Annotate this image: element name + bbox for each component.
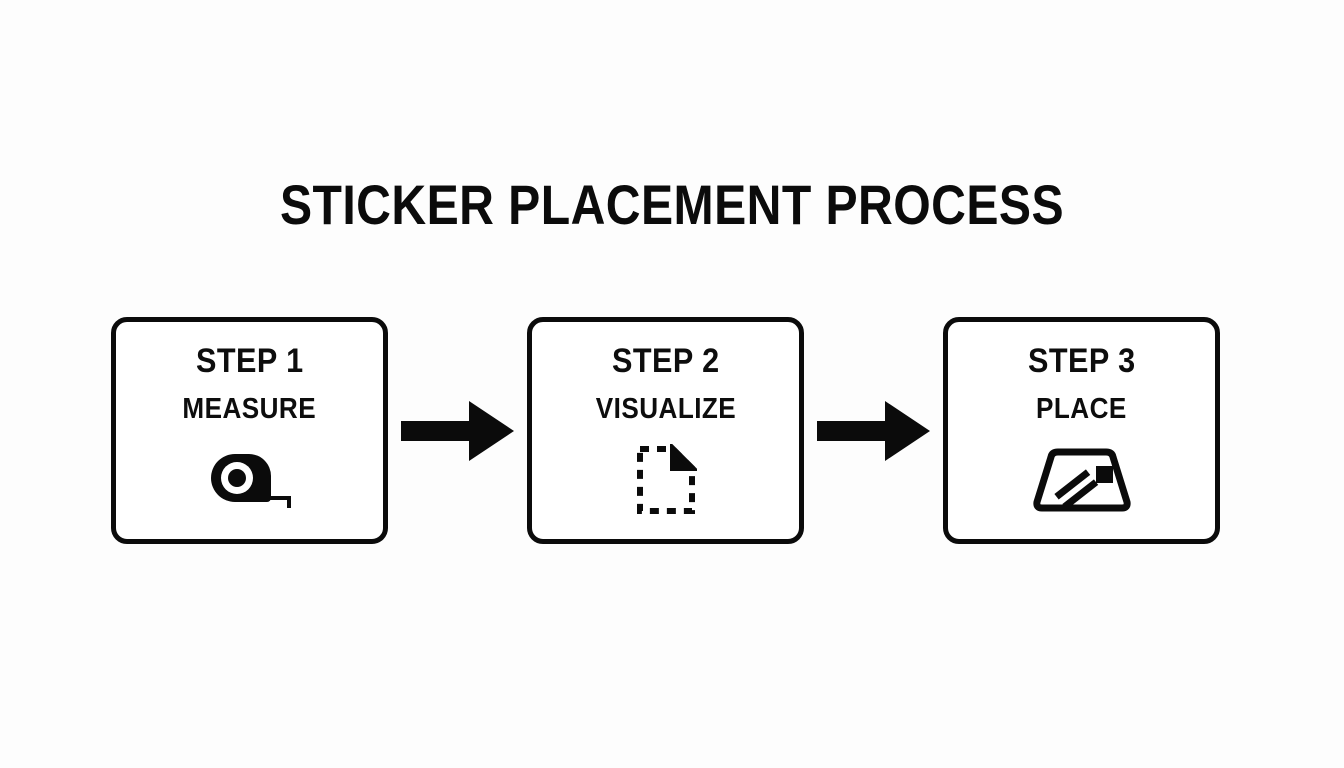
arrow-right-icon-1 — [401, 388, 514, 474]
process-flow: STEP 1 MEASURE — [111, 317, 1220, 544]
step-2-label: VISUALIZE — [595, 393, 736, 425]
step-card-1-content: STEP 1 MEASURE — [116, 342, 383, 516]
tape-measure-icon — [195, 444, 305, 516]
arrow-right-icon-2 — [817, 388, 930, 474]
dashed-page-icon — [611, 444, 721, 516]
windshield-sticker-icon — [1027, 444, 1137, 516]
step-card-2[interactable]: STEP 2 VISUALIZE — [527, 317, 804, 544]
step-card-3[interactable]: STEP 3 PLACE — [943, 317, 1220, 544]
step-card-2-content: STEP 2 VISUALIZE — [532, 342, 799, 516]
step-2-number: STEP 2 — [611, 342, 720, 380]
step-card-3-content: STEP 3 PLACE — [948, 342, 1215, 516]
step-1-number: STEP 1 — [195, 342, 304, 380]
step-1-label: MEASURE — [182, 393, 317, 425]
step-3-label: PLACE — [1036, 393, 1127, 425]
page-title: STICKER PLACEMENT PROCESS — [279, 172, 1065, 236]
step-card-1[interactable]: STEP 1 MEASURE — [111, 317, 388, 544]
step-3-number: STEP 3 — [1027, 342, 1136, 380]
